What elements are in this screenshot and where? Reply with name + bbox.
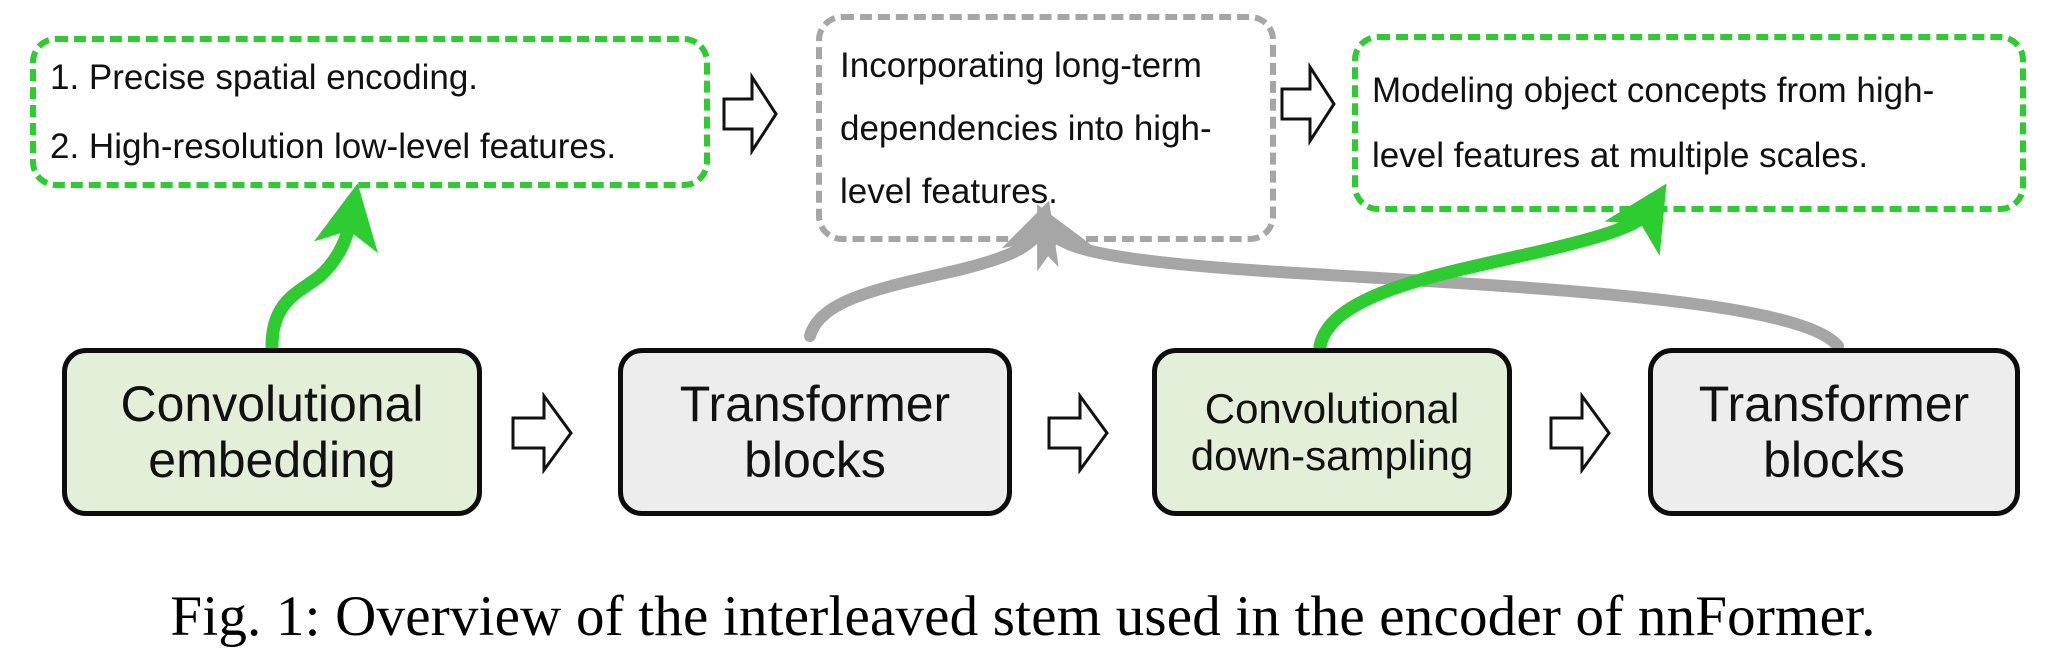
curved-arrow-stage3-to-callout-right <box>1313 183 1667 353</box>
callout-middle: Incorporating long-term dependencies int… <box>816 14 1276 242</box>
right-block-arrow-icon-stage1-to-stage2 <box>511 392 573 474</box>
callout-middle-line-1: Incorporating long-term <box>840 45 1202 85</box>
stage-3-line-2: down-sampling <box>1190 432 1474 479</box>
callout-left-line-1: 1. Precise spatial encoding. <box>50 58 479 97</box>
right-block-arrow-icon-stage3-to-stage4 <box>1549 392 1611 474</box>
figure-caption: Fig. 1: Overview of the interleaved stem… <box>170 585 1876 648</box>
right-block-arrow-icon-callout-middle-to-right <box>1280 62 1336 146</box>
callout-right-line-1: Modeling object concepts from high- <box>1372 71 1935 110</box>
stage-box-convolutional-down-sampling: Convolutional down-sampling <box>1152 348 1512 516</box>
stage-box-transformer-blocks-2: Transformer blocks <box>1648 348 2020 516</box>
curved-arrow-stage1-to-callout-left <box>265 183 378 353</box>
callout-middle-line-3: level features. <box>840 171 1058 211</box>
stage-box-transformer-blocks-1: Transformer blocks <box>618 348 1012 516</box>
callout-left: 1. Precise spatial encoding. 2. High-res… <box>30 36 710 188</box>
right-block-arrow-icon-stage2-to-stage3 <box>1047 392 1109 474</box>
stage-1-line-1: Convolutional <box>120 376 424 432</box>
curved-arrow-stage4-to-callout-middle <box>1037 204 1844 352</box>
stage-3-line-1: Convolutional <box>1204 384 1460 432</box>
stage-2-line-1: Transformer <box>679 376 951 432</box>
curved-arrow-stage2-to-callout-middle <box>804 200 1059 342</box>
callout-middle-line-2: dependencies into high- <box>840 108 1212 148</box>
stage-2-line-2: blocks <box>744 432 886 488</box>
stage-box-convolutional-embedding: Convolutional embedding <box>62 348 482 516</box>
stage-1-line-2: embedding <box>148 432 396 488</box>
callout-right-line-2: level features at multiple scales. <box>1372 136 1869 175</box>
callout-left-line-2: 2. High-resolution low-level features. <box>50 127 617 166</box>
callout-right: Modeling object concepts from high- leve… <box>1352 34 2026 212</box>
stage-4-line-1: Transformer <box>1698 376 1970 432</box>
stage-4-line-2: blocks <box>1763 432 1905 488</box>
right-block-arrow-icon-callout-left-to-middle <box>722 72 778 156</box>
